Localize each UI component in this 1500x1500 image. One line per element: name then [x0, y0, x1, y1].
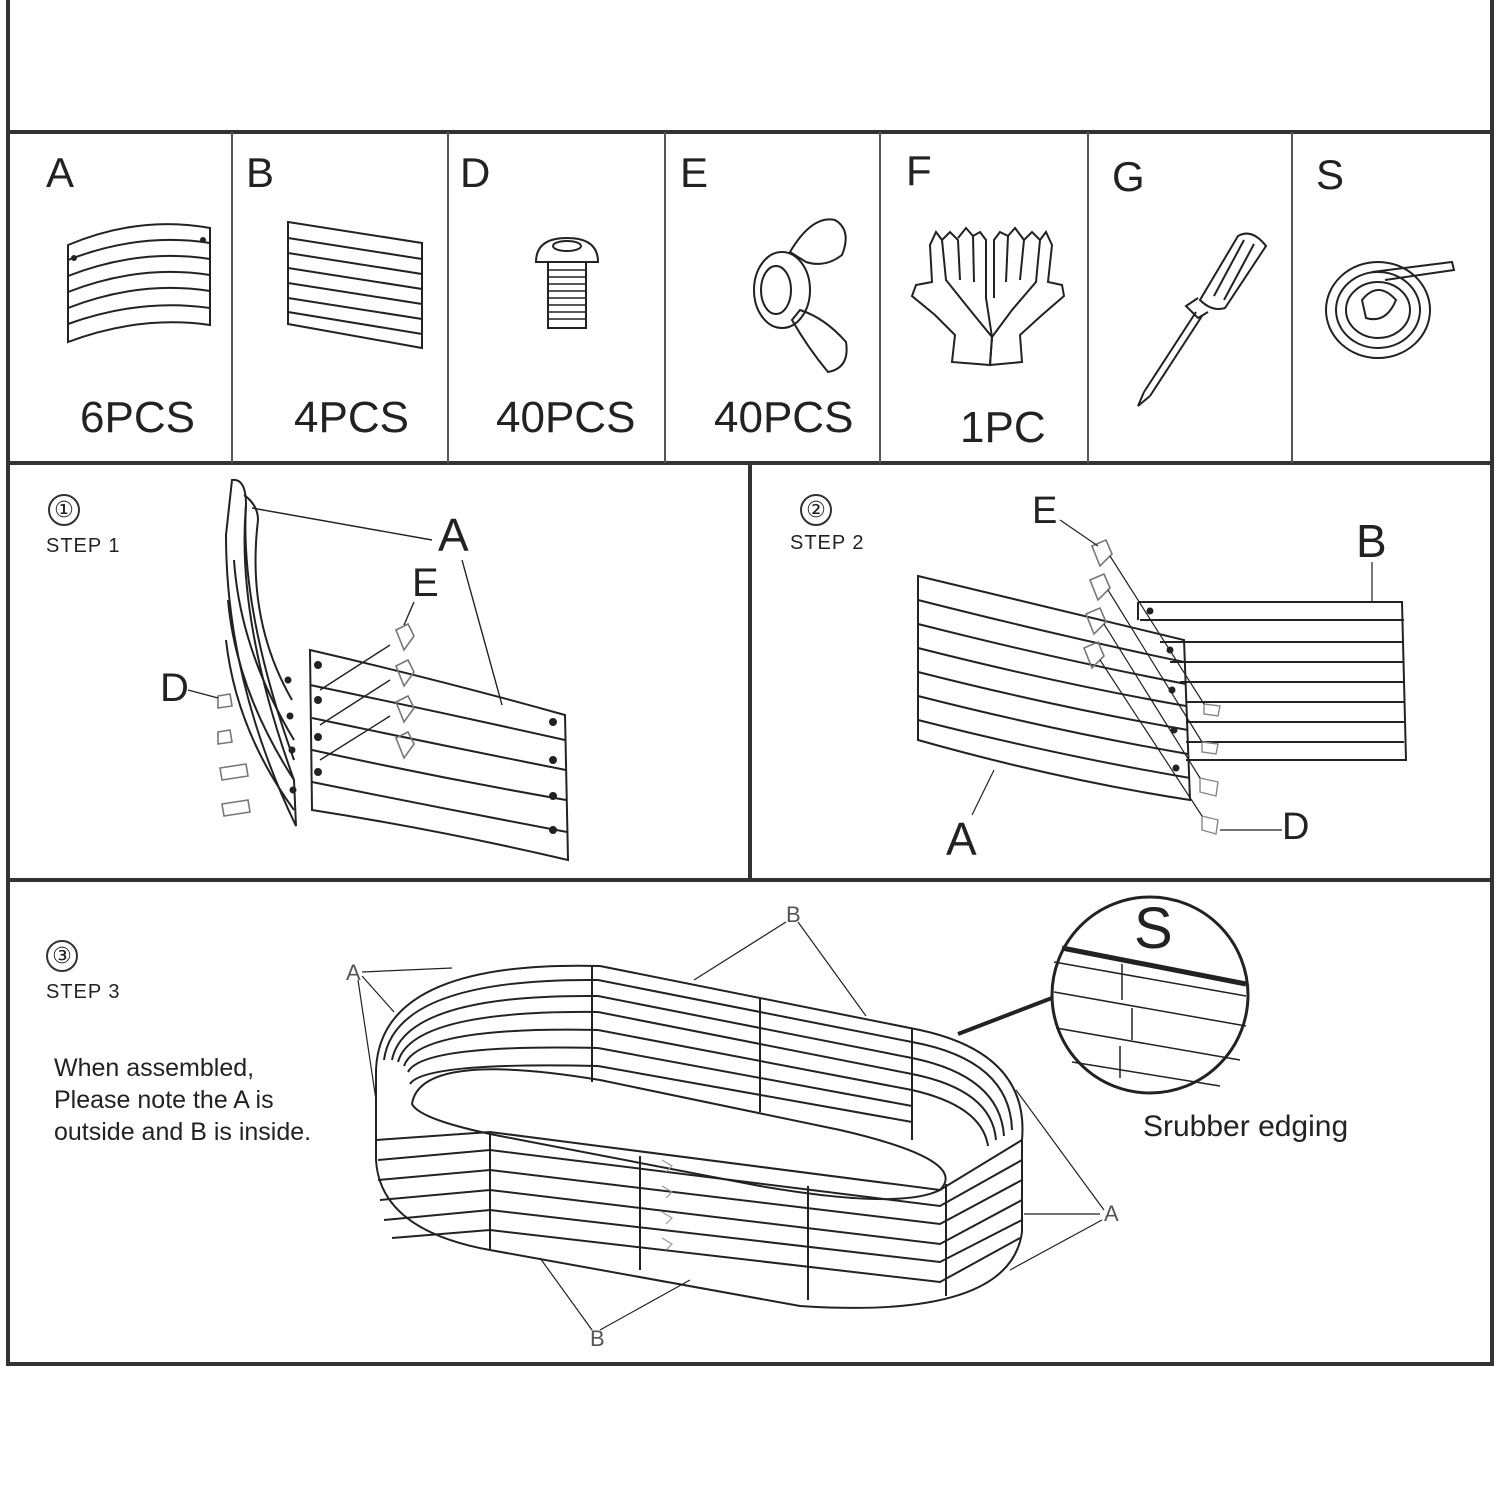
step2-callout-e: E [1032, 490, 1058, 532]
step2-callout-a: A [946, 813, 977, 865]
part-d-letter: D [460, 149, 491, 196]
assembly-note-line: outside and B is inside. [54, 1118, 312, 1146]
step1-label: STEP 1 [46, 535, 121, 557]
part-f-letter: F [906, 147, 932, 194]
step3-callout-a-right: A [1104, 1201, 1119, 1226]
part-b-letter: B [246, 149, 275, 196]
assembly-note-line: When assembled, [54, 1054, 255, 1082]
step1-leader-lines [187, 507, 503, 761]
assembly-note: When assembled, Please note the A is out… [54, 1052, 311, 1148]
rubber-edging-detail [1050, 895, 1250, 1095]
step2-number: ② [800, 494, 832, 526]
step1-panel-a-curved [308, 648, 570, 862]
rubber-edging-roll-icon [1325, 260, 1456, 359]
part-f-quantity: 1PC [960, 403, 1046, 452]
step3-label: STEP 3 [46, 981, 121, 1003]
step2-callout-b: B [1356, 515, 1387, 567]
curved-panel-icon [67, 223, 211, 344]
step2-bolts [1199, 703, 1221, 835]
step1-number: ① [48, 494, 80, 526]
step2-wing-nuts [1082, 538, 1113, 670]
assembly-note-line: Please note the A is [54, 1086, 274, 1114]
part-a-letter: A [46, 149, 75, 196]
step1-panel-a-upright [224, 478, 297, 827]
step3-number: ③ [46, 940, 78, 972]
step2-label: STEP 2 [790, 532, 865, 554]
screwdriver-icon [1137, 232, 1268, 407]
part-a-quantity: 6PCS [80, 393, 195, 442]
part-e-letter: E [680, 149, 709, 196]
step1-callout-a: A [438, 509, 469, 561]
step3-raised-bed [375, 964, 1024, 1309]
gloves-icon [910, 226, 1066, 367]
step2-callout-d: D [1282, 806, 1310, 848]
part-s-letter: S [1316, 151, 1345, 198]
part-d-quantity: 40PCS [496, 393, 636, 442]
step2-panel-b [1137, 601, 1408, 761]
part-e-quantity: 40PCS [714, 393, 854, 442]
step1-callout-e: E [412, 561, 439, 605]
step3-leader-lines [357, 921, 1105, 1331]
parts-dividers [231, 132, 1293, 463]
frame [6, 0, 1494, 1366]
flat-panel-icon [287, 220, 423, 350]
step2-panel-a [917, 574, 1192, 802]
bolt-icon [534, 236, 600, 329]
step1-bolts [217, 693, 251, 817]
step3-callout-a-top: A [346, 960, 361, 985]
step3-callout-b-bottom: B [590, 1326, 605, 1351]
detail-caption: Srubber edging [1143, 1110, 1349, 1143]
part-b-quantity: 4PCS [294, 393, 409, 442]
step1-wing-nuts [394, 622, 415, 760]
detail-letter: S [1134, 896, 1173, 961]
step1-callout-d: D [160, 666, 189, 710]
step2-leader-lines [971, 519, 1373, 831]
step3-callout-b-top: B [786, 902, 801, 927]
wing-nut-icon [753, 218, 848, 374]
part-g-letter: G [1112, 153, 1145, 200]
